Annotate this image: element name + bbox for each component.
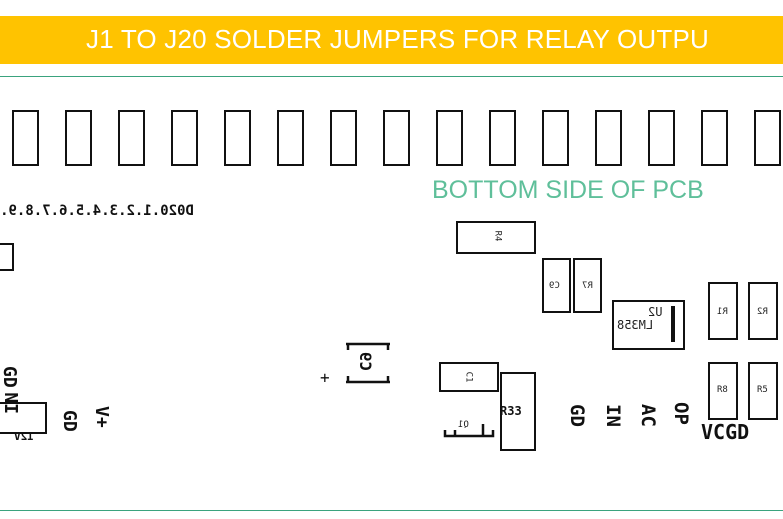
jumper-pad [648,110,675,166]
c9-small-label-wrap: C9 [549,281,560,291]
r7-label-wrap: R7 [582,281,593,291]
r4-label: R4 [492,230,503,242]
connector-pad-left [0,243,14,271]
resistor-r5: R5 [748,362,778,420]
jumper-pad [118,110,145,166]
jumper-pad [224,110,251,166]
jumper-pad [171,110,198,166]
lm358-label: LM358 [617,318,654,332]
u2-label-wrap: U2 [648,305,662,319]
capacitor-c9-small: C9 [542,258,571,313]
c9-label-wrap: C9 [356,352,375,371]
c9-label: C9 [356,351,376,372]
power-connector [0,402,47,434]
resistor-r4: R4 [456,221,536,254]
jumper-pad [277,110,304,166]
jumper-pad [595,110,622,166]
divider-top [0,76,783,77]
jumper-pad [330,110,357,166]
banner-title: J1 TO J20 SOLDER JUMPERS FOR RELAY OUTPU [86,24,710,54]
jumper-pad [542,110,569,166]
r1-label-wrap: R1 [717,307,728,317]
top-banner: J1 TO J20 SOLDER JUMPERS FOR RELAY OUTPU [0,16,783,64]
pcb-side-title: BOTTOM SIDE OF PCB [432,176,704,204]
pin-ac: AC [637,404,659,427]
plus-sign: + [320,368,330,387]
resistor-r7: R7 [573,258,602,313]
r5-label: R5 [757,385,768,395]
resistor-r8: R8 [708,362,738,420]
pin-gd: GD [566,404,588,427]
resistor-r33: R33 [500,372,536,451]
divider-bottom [0,510,783,511]
jumper-pad [701,110,728,166]
resistor-r1: R1 [708,282,738,340]
r1-label: R1 [717,307,728,317]
r33-label: R33 [500,404,522,418]
r7-label: R7 [582,281,593,291]
c1-label: C1 [463,371,474,383]
pin-op: OP [670,402,692,425]
c9-small-label: C9 [549,281,560,291]
capacitor-c1: C1 [439,362,499,392]
jumper-pad [65,110,92,166]
r2-label-wrap: R2 [757,307,768,317]
r2-label: R2 [757,307,768,317]
resistor-r2: R2 [748,282,778,340]
u2-label: U2 [648,305,663,319]
jumper-pad [12,110,39,166]
pin-vcgd: VCGD [701,420,750,444]
jumper-pad [754,110,781,166]
jumper-pad [383,110,410,166]
q1-label: Q1 [458,420,469,430]
q1-outline [443,430,495,438]
ic-u2: U2 LM358 [612,300,685,350]
pin-in: IN [602,404,624,427]
q1-label-wrap: Q1 [458,420,469,430]
jumper-pad [489,110,516,166]
jumper-pad [436,110,463,166]
lm358-label-wrap: LM358 [617,318,653,332]
u2-pin1-bar [671,306,675,342]
r8-label: R8 [717,385,728,395]
